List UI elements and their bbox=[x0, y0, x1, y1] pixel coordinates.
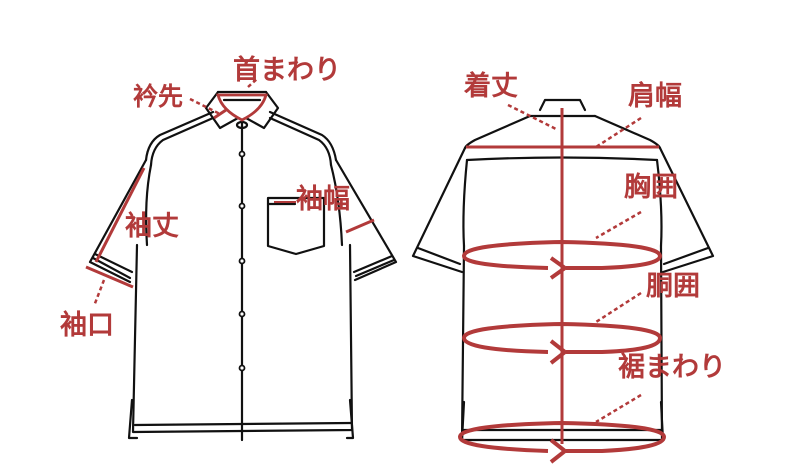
label-hem: 裾まわり bbox=[618, 352, 726, 383]
label-waist: 胴囲 bbox=[646, 271, 700, 302]
back-measurements bbox=[457, 103, 667, 464]
front-buttons bbox=[238, 150, 246, 372]
label-collar-tip: 衿先 bbox=[133, 82, 184, 111]
label-chest: 胸囲 bbox=[624, 172, 678, 203]
label-body-length: 着丈 bbox=[464, 71, 518, 102]
label-cuff: 袖口 bbox=[60, 310, 114, 341]
label-sleeve-width: 袖幅 bbox=[296, 184, 350, 215]
front-shirt-outline bbox=[88, 90, 398, 442]
front-measurements bbox=[85, 77, 375, 307]
label-sleeve-length: 袖丈 bbox=[125, 211, 179, 242]
label-shoulder-width: 肩幅 bbox=[628, 81, 682, 112]
label-neck-circumference: 首まわり bbox=[233, 55, 341, 86]
